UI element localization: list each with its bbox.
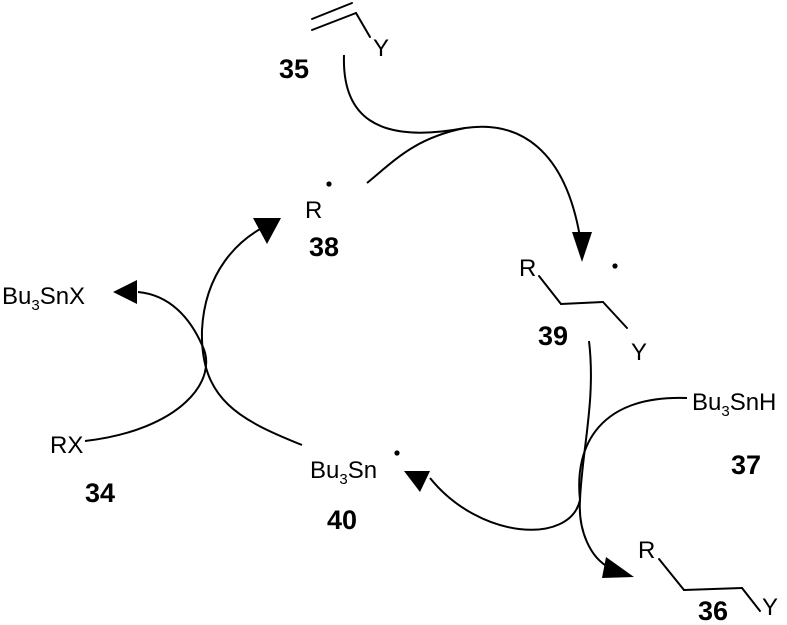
substituent-y: Y (631, 339, 647, 366)
bond-1 (658, 558, 685, 591)
compound-number-34: 34 (85, 478, 115, 508)
tributyltin-hydride-formula: Bu3SnH (692, 389, 776, 420)
compound-38: R 38 (305, 181, 339, 262)
compound-number-39: 39 (538, 321, 568, 351)
compound-34: RX 34 (50, 432, 115, 508)
arrowhead (253, 218, 281, 244)
byproduct-formula: Bu3SnX (2, 283, 85, 314)
compound-39: R Y 39 (519, 255, 647, 366)
arrowhead (404, 471, 430, 492)
bond-2 (683, 587, 743, 591)
substituent-y: Y (373, 35, 389, 62)
byproduct-bu3snx: Bu3SnX (2, 283, 85, 314)
radical-r: R (305, 197, 322, 224)
compound-number-38: 38 (309, 232, 339, 262)
arrowhead (572, 232, 592, 262)
compound-number-35: 35 (279, 54, 309, 84)
substituent-y: Y (762, 594, 778, 621)
bond-1 (538, 275, 562, 305)
radical-dot (326, 181, 332, 187)
bond-3 (602, 301, 628, 329)
bond-to-y (355, 12, 371, 38)
arrow-to-bu3snx (84, 280, 208, 442)
compound-37: Bu3SnH 37 (692, 389, 776, 480)
compound-35: Y 35 (279, 2, 389, 84)
compound-number-36: 36 (698, 596, 728, 625)
arrow-regeneration (200, 218, 303, 446)
compound-40: Bu3Sn 40 (310, 450, 400, 535)
alkyl-halide-rx: RX (50, 432, 83, 459)
compound-36: R Y 36 (638, 537, 778, 625)
arrow-tin-transfer (404, 396, 688, 531)
radical-dot (394, 450, 400, 456)
bond-3 (741, 587, 761, 612)
arc-radical-38-to-addition (366, 127, 466, 184)
arrow-addition (342, 54, 592, 262)
tin-radical-formula: Bu3Sn (310, 457, 377, 488)
bond-2 (560, 301, 604, 305)
double-bond-upper (311, 2, 353, 20)
radical-dot (612, 263, 618, 269)
compound-number-40: 40 (327, 505, 357, 535)
substituent-r: R (519, 255, 536, 282)
double-bond-lower (311, 12, 357, 31)
arrow-h-abstraction (578, 340, 634, 578)
compound-number-37: 37 (731, 450, 761, 480)
substituent-r: R (638, 537, 655, 564)
arrowhead (602, 557, 634, 578)
arrowhead (113, 280, 137, 304)
